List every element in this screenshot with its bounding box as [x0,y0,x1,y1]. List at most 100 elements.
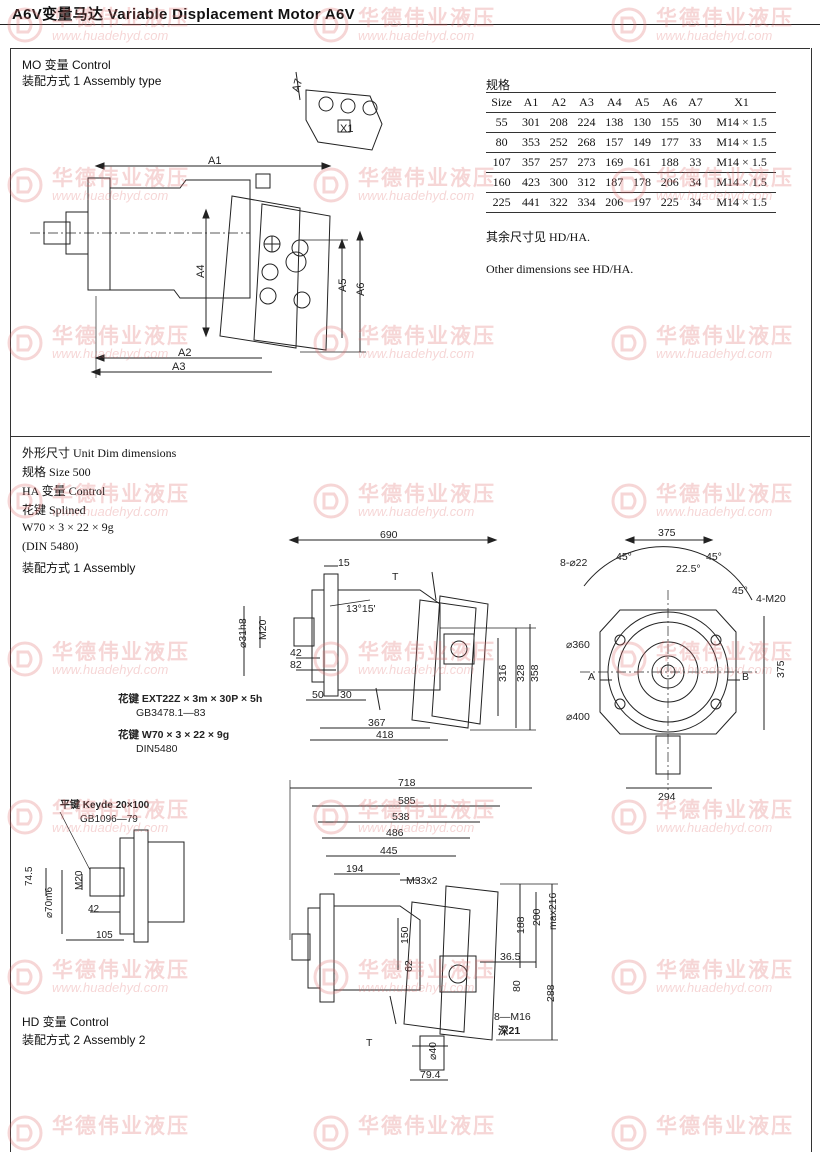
spec-col-header: A6 [655,93,684,113]
note-cn: 其余尺寸见 HD/HA. [486,230,590,244]
watermark-cn: 华德伟业液压 [52,958,190,982]
watermark-url: www.huadehyd.com [656,662,773,677]
table-cell: 188 [655,152,684,173]
dim-m20: M20 [257,619,269,640]
dim-45-lower: 45° [732,585,748,597]
dim-8-m16: 8—M16 [494,1011,531,1023]
brand-logo-icon [313,325,349,361]
port-t-label: T [392,571,399,583]
table-cell: 423 [517,172,545,193]
spec-col-header: A1 [517,93,545,113]
table-cell: M14 × 1.5 [707,112,776,133]
watermark-cn: 华德伟业液压 [656,324,794,348]
table-cell: 206 [655,172,684,193]
dim-316: 316 [497,664,509,682]
front-view-drawing [580,536,765,790]
watermark-cn: 华德伟业液压 [358,324,496,348]
brand-logo-icon [611,483,647,519]
assembly-type-label: 装配方式 1 Assembly type [22,74,162,88]
watermark: 华德伟业液压 www.huadehyd.com [6,162,196,208]
table-cell: 169 [600,152,629,173]
brand-logo-icon [611,959,647,995]
dim-a6: A6 [355,283,367,296]
watermark-cn: 华德伟业液压 [358,958,496,982]
dim-360: ⌀360 [566,639,590,651]
watermark-cn: 华德伟业液压 [52,1114,190,1138]
dim-45-right: 45° [706,551,722,563]
watermark-url: www.huadehyd.com [52,662,169,677]
watermark: 华德伟业液压 www.huadehyd.com [312,636,502,682]
table-cell: 301 [517,112,545,133]
brand-logo-icon [7,959,43,995]
cylinder-block [219,195,301,349]
watermark: 华德伟业液压 [610,1110,800,1156]
watermark-cn: 华德伟业液压 [656,1114,794,1138]
brand-logo-icon [7,7,43,43]
page-header: A6V变量马达 Variable Displacement Motor A6V [0,0,820,25]
brand-logo-icon [611,1115,647,1151]
watermark: 华德伟业液压 www.huadehyd.com [312,478,502,524]
dim-a4: A4 [195,265,207,278]
dim-15: 15 [338,557,350,569]
watermark-url: www.huadehyd.com [358,188,475,203]
watermark-url: www.huadehyd.com [358,346,475,361]
spec-col-header: X1 [707,93,776,113]
watermark: 华德伟业液压 www.huadehyd.com [6,636,196,682]
spline-spec-1: 花键 EXT22Z × 3m × 30P × 5h [118,692,262,705]
watermark: 华德伟业液压 www.huadehyd.com [610,954,800,1000]
watermark-url: www.huadehyd.com [358,820,475,835]
watermark: 华德伟业液压 www.huadehyd.com [6,2,196,48]
dim-375: 375 [658,527,676,539]
dim-79-4: 79.4 [420,1069,441,1081]
spec-col-header: A3 [572,93,601,113]
brand-logo-icon [611,325,647,361]
table-cell: 225 [486,192,518,213]
brand-logo-icon [313,799,349,835]
dim-m33: M33x2 [406,875,438,887]
spline-spec-2: 花键 W70 × 3 × 22 × 9g [118,728,229,741]
watermark: 华德伟业液压 www.huadehyd.com [312,2,502,48]
watermark-url: www.huadehyd.com [358,504,475,519]
watermark-cn: 华德伟业液压 [52,640,190,664]
watermark-cn: 华德伟业液压 [358,6,496,30]
table-cell: 33 [683,152,708,173]
watermark: 华德伟业液压 www.huadehyd.com [610,162,800,208]
table-cell: 187 [600,172,629,193]
watermark-url: www.huadehyd.com [52,980,169,995]
dim-line-5: (DIN 5480) [22,539,79,553]
watermark: 华德伟业液压 www.huadehyd.com [610,478,800,524]
spline-std-1: GB3478.1—83 [136,707,206,719]
table-cell: 268 [572,132,601,153]
dim-line-6: 装配方式 1 Assembly [22,561,136,575]
table-cell: M14 × 1.5 [707,132,776,153]
brand-logo-icon [7,483,43,519]
dim-358: 358 [529,664,541,682]
dim-367: 367 [368,717,386,729]
table-cell: 257 [544,152,573,173]
table-cell: 80 [486,132,518,153]
watermark-cn: 华德伟业液压 [52,798,190,822]
brand-logo-icon [313,959,349,995]
table-cell: 107 [486,152,518,173]
page-title: A6V变量马达 Variable Displacement Motor A6V [12,6,355,23]
watermark: 华德伟业液压 www.huadehyd.com [6,478,196,524]
table-cell: 33 [683,132,708,153]
brand-logo-icon [7,167,43,203]
port-t-label-hd: T [366,1037,373,1049]
watermark-url: www.huadehyd.com [656,346,773,361]
dim-42-key: 42 [88,904,100,915]
table-cell: M14 × 1.5 [707,172,776,193]
table-cell: M14 × 1.5 [707,192,776,213]
dim-82: 82 [290,659,302,671]
dim-288: 288 [545,984,557,1002]
table-cell: 149 [628,132,656,153]
watermark-cn: 华德伟业液压 [52,482,190,506]
assembly-2-label: 装配方式 2 Assembly 2 [22,1033,146,1047]
table-cell: 224 [572,112,601,133]
hd-motor-drawing [289,780,558,1081]
watermark: 华德伟业液压 www.huadehyd.com [610,320,800,366]
watermark: 华德伟业液压 www.huadehyd.com [312,162,502,208]
watermark-url: www.huadehyd.com [358,662,475,677]
watermark: 华德伟业液压 www.huadehyd.com [312,954,502,1000]
